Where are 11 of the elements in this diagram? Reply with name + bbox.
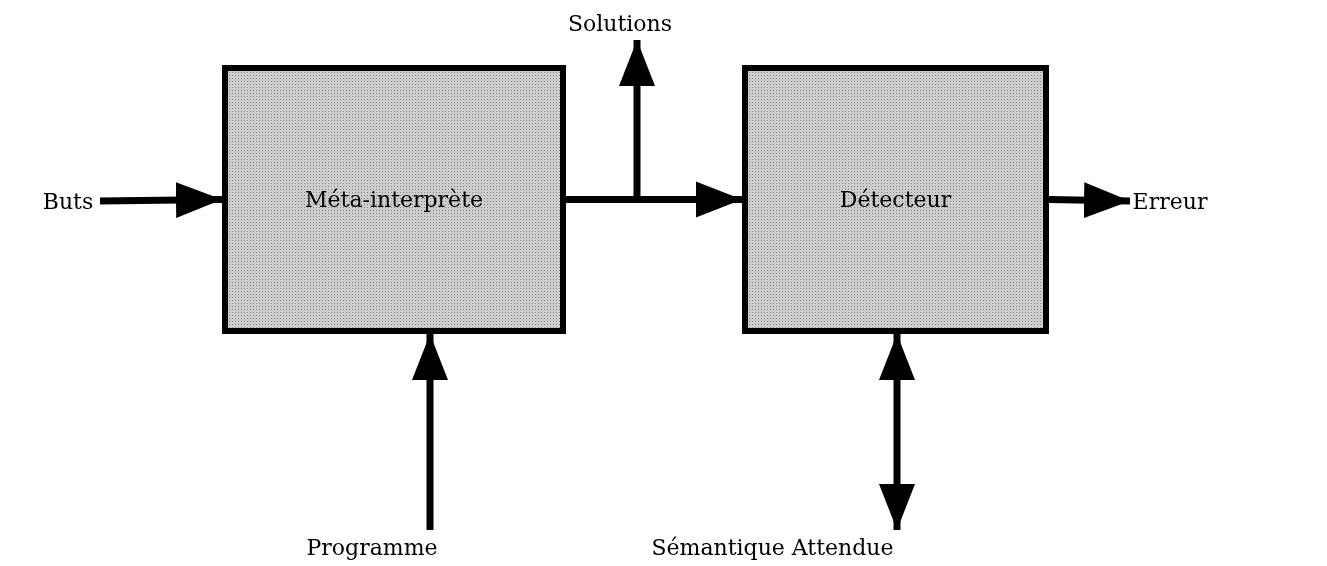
arrow bbox=[1048, 182, 1131, 219]
process-box bbox=[742, 65, 1049, 334]
io-label: Buts bbox=[42, 188, 94, 214]
io-label: Programme bbox=[306, 534, 438, 560]
io-label: Solutions bbox=[567, 10, 673, 36]
io-label: Erreur bbox=[1132, 188, 1208, 214]
process-box bbox=[222, 65, 566, 334]
arrow bbox=[99, 182, 223, 219]
io-label: Sémantique Attendue bbox=[651, 534, 894, 560]
box-label: Détecteur bbox=[839, 187, 952, 212]
box-label: Méta-interprète bbox=[305, 187, 483, 212]
